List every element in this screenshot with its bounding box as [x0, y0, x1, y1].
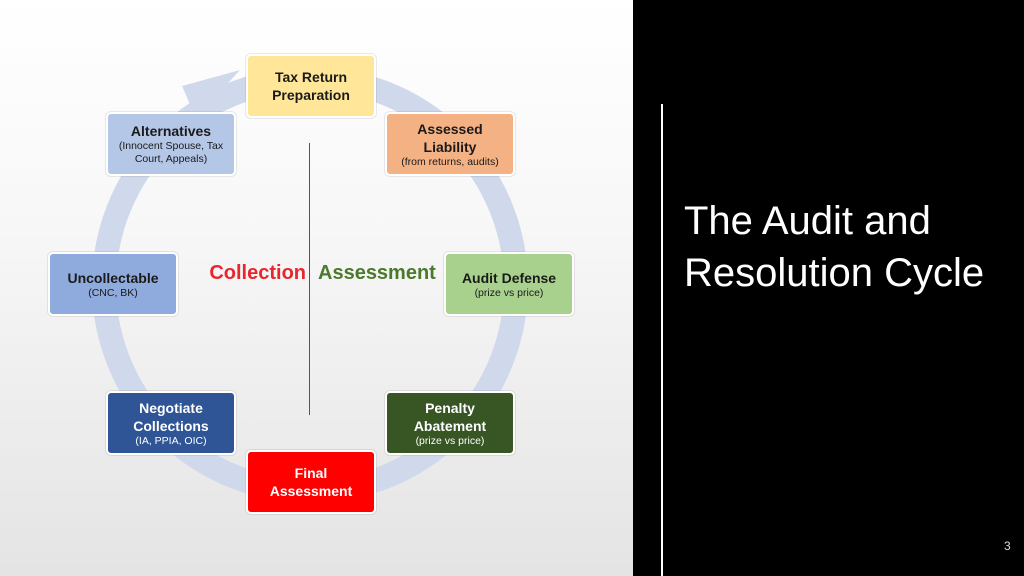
node-penalty-abatement: Penalty Abatement (prize vs price)	[385, 391, 515, 455]
node-subtitle: (prize vs price)	[474, 286, 544, 299]
node-title: Uncollectable	[67, 269, 159, 286]
node-subtitle: (IA, PPIA, OIC)	[135, 434, 207, 447]
node-uncollectable: Uncollectable (CNC, BK)	[48, 252, 178, 316]
page-number: 3	[1004, 539, 1011, 553]
node-title: Penalty Abatement	[413, 399, 487, 434]
node-title: Negotiate Collections	[133, 399, 209, 434]
node-negotiate-collections: Negotiate Collections (IA, PPIA, OIC)	[106, 391, 236, 455]
node-title: Assessed Liability	[417, 120, 483, 155]
collection-label: Collection	[209, 262, 306, 284]
cycle-arrowhead	[182, 70, 240, 118]
node-title: Final Assessment	[269, 465, 353, 499]
node-title: Tax Return Preparation	[272, 69, 350, 103]
node-audit-defense: Audit Defense (prize vs price)	[444, 252, 574, 316]
node-title: Alternatives	[130, 123, 212, 139]
node-subtitle: (Innocent Spouse, Tax Court, Appeals)	[118, 140, 224, 165]
center-divider	[309, 143, 310, 415]
node-subtitle: (prize vs price)	[415, 434, 485, 447]
node-assessed-liability: Assessed Liability (from returns, audits…	[385, 112, 515, 176]
diagram-panel: Collection Assessment Tax Return Prepara…	[0, 0, 633, 576]
slide-title: The Audit and Resolution Cycle	[684, 199, 985, 295]
node-alternatives: Alternatives (Innocent Spouse, Tax Court…	[106, 112, 236, 176]
node-subtitle: (CNC, BK)	[88, 286, 138, 299]
node-final-assessment: Final Assessment	[246, 450, 376, 514]
node-subtitle: (from returns, audits)	[401, 155, 499, 168]
title-divider	[661, 104, 663, 576]
node-title: Audit Defense	[461, 269, 557, 286]
assessment-label: Assessment	[318, 262, 436, 284]
node-tax-return: Tax Return Preparation	[246, 54, 376, 118]
title-panel	[633, 0, 1024, 576]
